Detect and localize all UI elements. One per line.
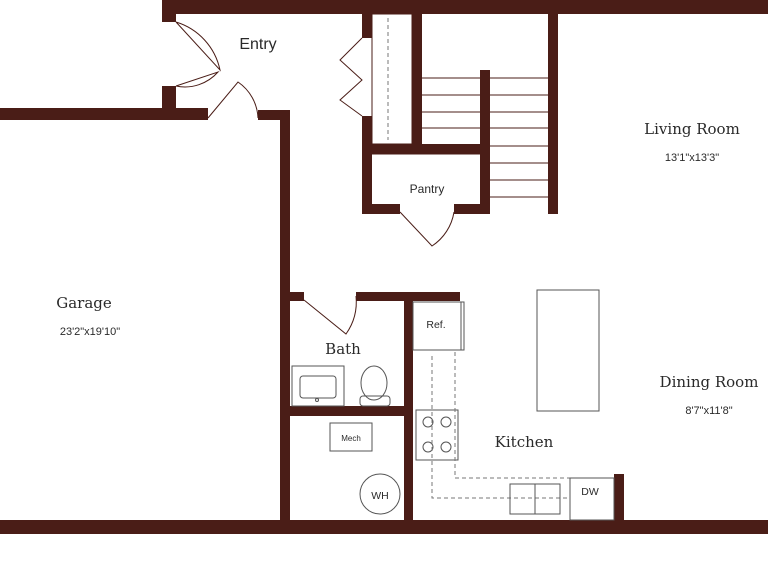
bath-vanity <box>291 365 345 407</box>
kitchen-island <box>536 289 600 412</box>
doors <box>175 21 455 514</box>
staircase <box>371 13 548 198</box>
water-heater-icon <box>359 473 401 515</box>
entry-label: Entry <box>239 36 276 53</box>
living-room-dims: 13'1"x13'3" <box>665 152 719 164</box>
bath-label: Bath <box>325 340 361 358</box>
water-heater-label: WH <box>371 490 389 502</box>
pantry-door <box>399 211 455 247</box>
kitchen-label: Kitchen <box>495 433 554 451</box>
dishwasher-label: DW <box>581 486 599 498</box>
garage-label: Garage <box>56 294 112 312</box>
mech-box <box>329 422 373 452</box>
walls <box>0 0 768 534</box>
bath-door <box>303 295 357 335</box>
dining-room-label: Dining Room <box>660 373 759 391</box>
range-cooktop <box>415 409 459 461</box>
garage-entry-door <box>207 81 259 119</box>
pantry-label: Pantry <box>410 182 445 196</box>
garage-dims: 23'2"x19'10" <box>60 326 120 338</box>
toilet-icon <box>360 365 388 401</box>
dishwasher <box>569 477 615 521</box>
entry-door-upper <box>175 21 221 72</box>
fixtures <box>291 153 615 521</box>
dining-room-dims: 8'7"x11'8" <box>685 405 732 417</box>
living-room-label: Living Room <box>644 120 740 138</box>
refrigerator-label: Ref. <box>426 319 445 331</box>
entry-door-lower <box>175 70 220 88</box>
mech-label: Mech <box>341 434 361 443</box>
closet-bifold-door <box>339 37 363 117</box>
